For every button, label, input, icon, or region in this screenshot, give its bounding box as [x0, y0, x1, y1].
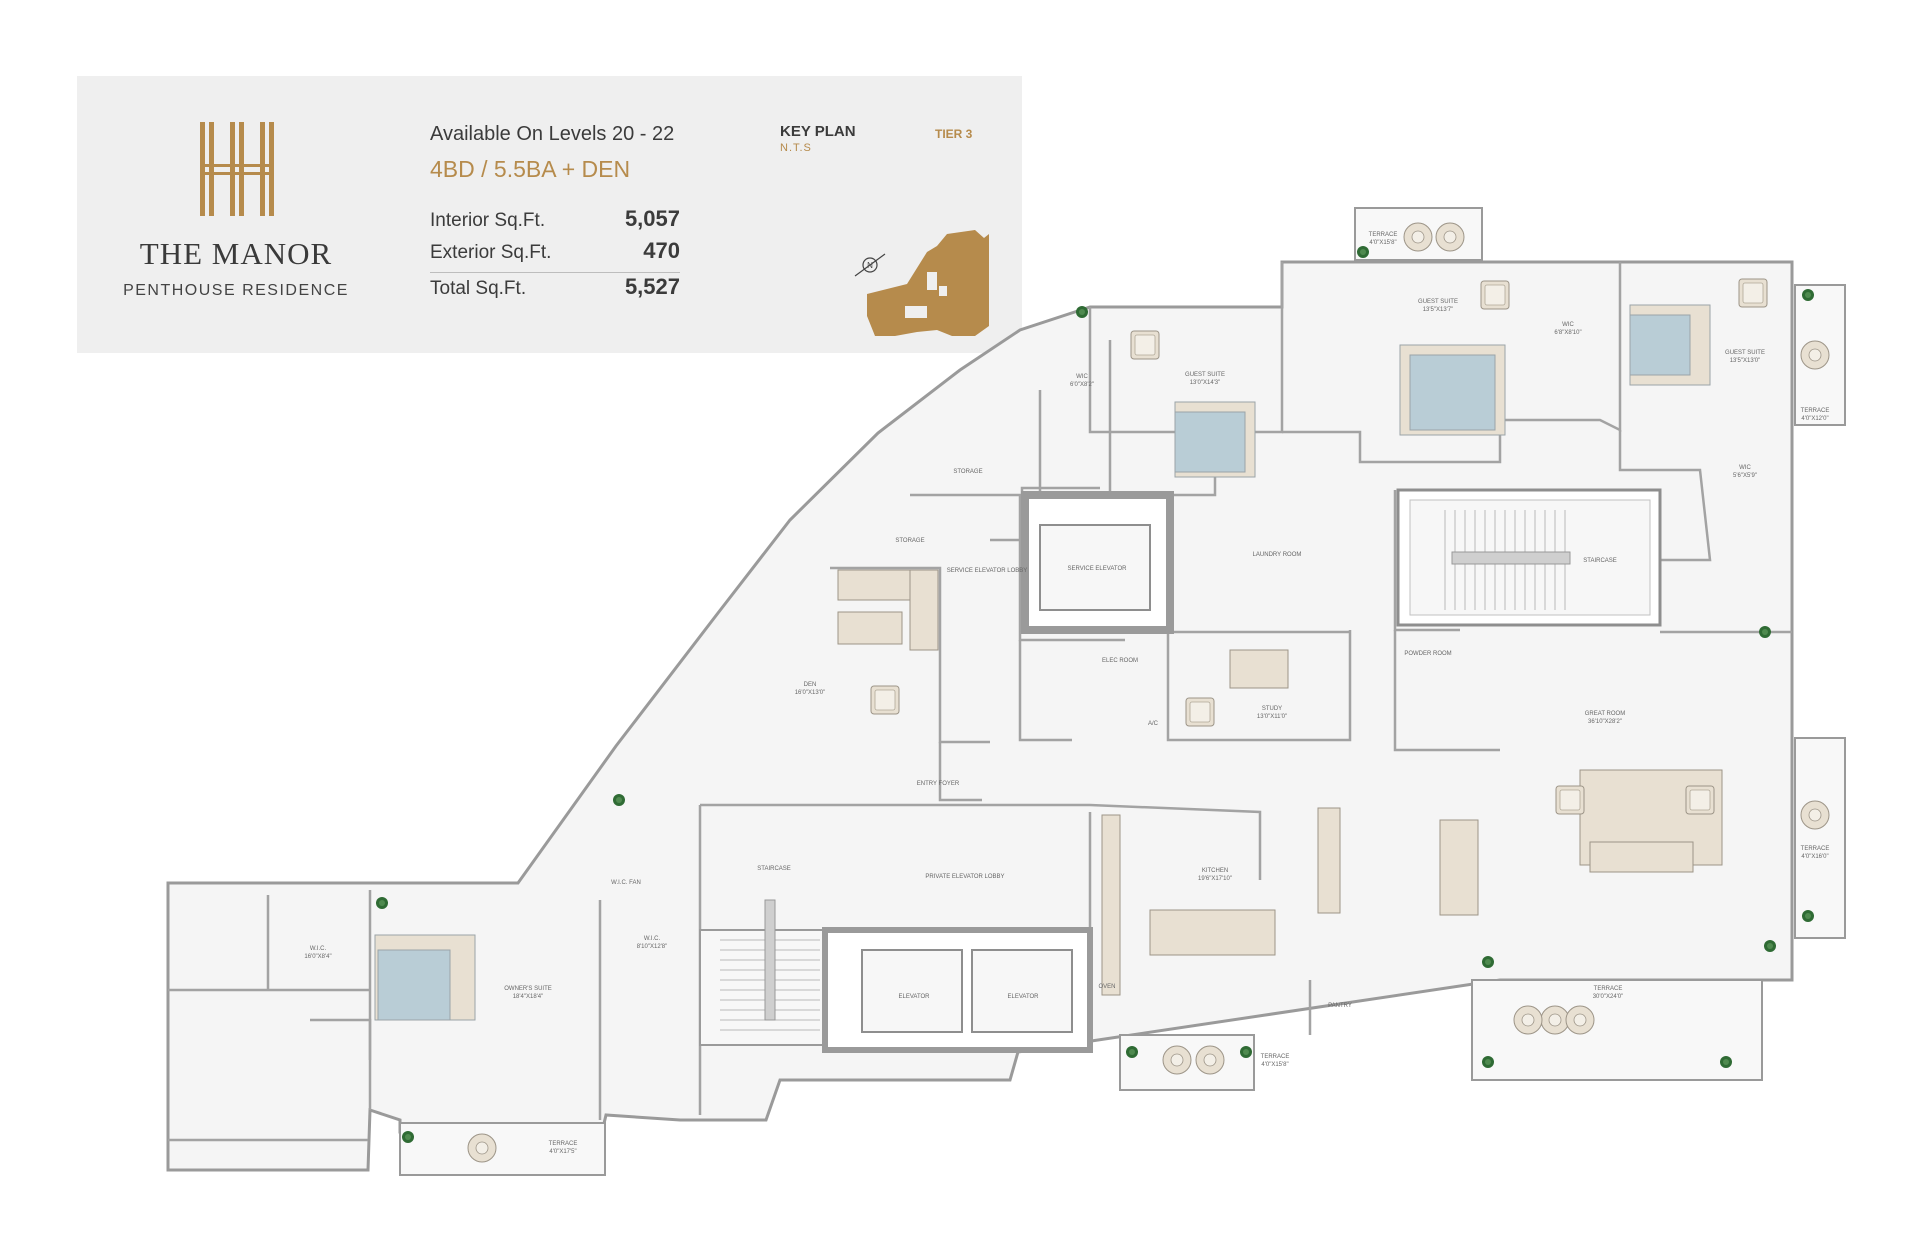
- bed-guest-2: [1629, 304, 1711, 386]
- the-manor-logo-icon: [200, 122, 274, 216]
- room-label: DEN: [804, 682, 817, 688]
- room-label: SERVICE ELEVATOR: [1068, 566, 1128, 572]
- room-label: GUEST SUITE: [1418, 299, 1458, 305]
- room-dim: 16'0"X8'4": [304, 954, 331, 960]
- divider: [430, 272, 680, 273]
- room-dim: 4'0"X17'5": [549, 1149, 576, 1155]
- room-label: ELEVATOR: [898, 994, 930, 1000]
- exterior-row: Exterior Sq.Ft. 470: [430, 238, 680, 268]
- room-label: GREAT ROOM: [1585, 711, 1625, 717]
- room-label: STORAGE: [953, 469, 982, 475]
- room-label: A/C: [1148, 721, 1159, 727]
- room-label: PRIVATE ELEVATOR LOBBY: [925, 874, 1004, 880]
- room-label: WIC: [1562, 322, 1574, 328]
- beds: [374, 304, 1711, 1021]
- total-row: Total Sq.Ft. 5,527: [430, 274, 680, 304]
- room-label: WIC: [1076, 374, 1088, 380]
- room-dim: 4'0"X15'8": [1261, 1062, 1288, 1068]
- interior-row: Interior Sq.Ft. 5,057: [430, 206, 680, 236]
- key-plan-scale: N.T.S: [780, 142, 812, 154]
- room-dim: 30'0"X24'0": [1593, 994, 1624, 1000]
- room-label: ELEVATOR: [1007, 994, 1039, 1000]
- room-label: ELEC ROOM: [1102, 658, 1138, 664]
- room-dim: 16'0"X13'0": [795, 690, 826, 696]
- interior-label: Interior Sq.Ft.: [430, 210, 546, 231]
- room-label: TERRACE: [549, 1141, 578, 1147]
- tier-label: TIER 3: [935, 127, 973, 141]
- key-plan-diagram: N: [854, 230, 989, 336]
- compass-icon: N: [854, 253, 886, 277]
- staircase-lower: [699, 899, 826, 1046]
- exterior-value: 470: [643, 238, 680, 263]
- exterior-label: Exterior Sq.Ft.: [430, 242, 552, 263]
- room-dim: 4'0"X12'0": [1801, 416, 1828, 422]
- room-dim: 6'0"X8'2": [1070, 382, 1094, 388]
- service-elevator-core: [1021, 491, 1174, 634]
- room-label: SERVICE ELEVATOR LOBBY: [947, 568, 1028, 574]
- key-plan-title: KEY PLAN: [780, 123, 856, 140]
- room-label: W.I.C.: [644, 936, 661, 942]
- room-dim: 13'0"X11'0": [1257, 714, 1287, 720]
- room-label: STAIRCASE: [757, 866, 791, 872]
- room-label: WIC: [1739, 465, 1751, 471]
- bed-guest-3: [1174, 401, 1256, 478]
- room-dim: 4'0"X15'8": [1369, 240, 1396, 246]
- room-label: POWDER ROOM: [1404, 651, 1451, 657]
- levels-text: Available On Levels 20 - 22: [430, 123, 675, 145]
- room-label: ENTRY FOYER: [917, 781, 960, 787]
- room-label: W.I.C.: [310, 946, 327, 952]
- room-label: PANTRY: [1328, 1003, 1352, 1009]
- room-dim: 18'4"X18'4": [513, 994, 544, 1000]
- room-dim: 4'0"X16'0": [1801, 854, 1828, 860]
- room-dim: 5'6"X5'9": [1733, 473, 1757, 479]
- room-label: LAUNDRY ROOM: [1253, 552, 1302, 558]
- brand-subtitle: PENTHOUSE RESIDENCE: [123, 282, 349, 299]
- brand-name: THE MANOR: [139, 236, 333, 271]
- room-label: TERRACE: [1369, 232, 1398, 238]
- room-label: OVEN: [1098, 984, 1115, 990]
- staircase-upper: [1396, 488, 1662, 627]
- room-dim: 19'6"X17'10": [1198, 876, 1232, 882]
- room-label: STUDY: [1262, 706, 1282, 712]
- room-label: TERRACE: [1801, 846, 1830, 852]
- furniture: [837, 278, 1768, 996]
- room-labels: TERRACE 4'0"X15'8" GUEST SUITE 13'5"X13'…: [304, 232, 1829, 1155]
- room-label: W.I.C. FAN: [611, 880, 641, 886]
- interior-value: 5,057: [624, 206, 680, 231]
- bed-owner: [374, 934, 476, 1021]
- room-dim: 13'5"X13'0": [1730, 358, 1761, 364]
- elevator-core: [822, 927, 1093, 1053]
- room-label: GUEST SUITE: [1185, 372, 1225, 378]
- configuration-text: 4BD / 5.5BA + DEN: [430, 156, 631, 182]
- room-dim: 13'0"X14'3": [1190, 380, 1221, 386]
- total-value: 5,527: [624, 274, 680, 299]
- terrace-right-2: [1794, 737, 1846, 939]
- room-dim: 8'10"X12'8": [637, 944, 668, 950]
- room-dim: 6'8"X8'10": [1554, 330, 1581, 336]
- room-label: STAIRCASE: [1583, 558, 1617, 564]
- info-card: THE MANOR PENTHOUSE RESIDENCE Available …: [77, 76, 1022, 353]
- room-label: KITCHEN: [1202, 868, 1228, 874]
- bed-guest-1: [1399, 344, 1506, 436]
- room-dim: 13'5"X13'7": [1423, 307, 1454, 313]
- room-label: GUEST SUITE: [1725, 350, 1765, 356]
- room-label: TERRACE: [1261, 1054, 1290, 1060]
- room-dim: 36'10"X28'2": [1588, 719, 1622, 725]
- room-label: TERRACE: [1594, 986, 1623, 992]
- room-label: OWNER'S SUITE: [504, 986, 551, 992]
- terrace-bottom-3: [399, 1122, 606, 1176]
- north-label: N: [867, 261, 873, 270]
- total-label: Total Sq.Ft.: [430, 278, 527, 299]
- room-label: TERRACE: [1801, 408, 1830, 414]
- room-label: STORAGE: [895, 538, 924, 544]
